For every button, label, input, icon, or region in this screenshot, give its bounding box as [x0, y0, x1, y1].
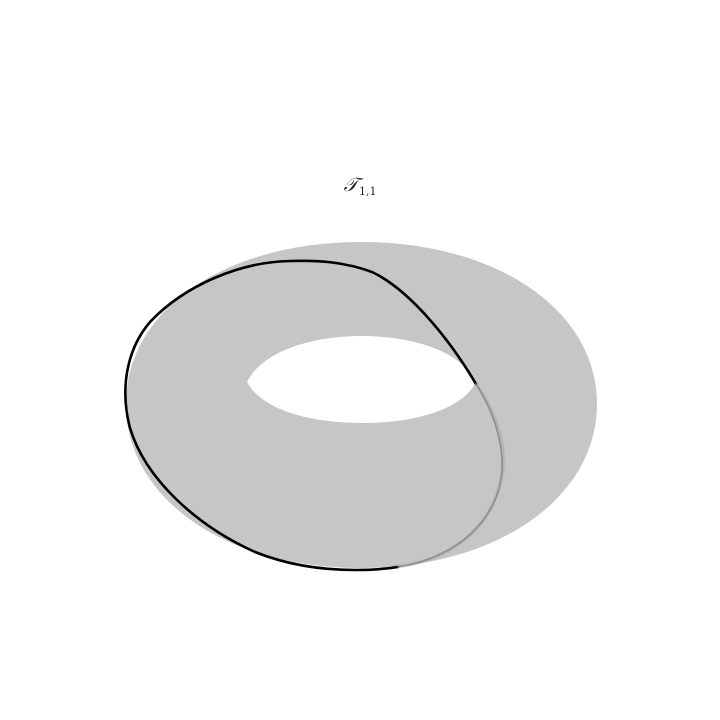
figure-title: 𝒯1,1	[0, 174, 720, 198]
figure-title-symbol: 𝒯	[343, 174, 359, 196]
figure-title-subscript: 1,1	[359, 185, 377, 198]
knot-curve-back	[397, 383, 503, 568]
knot-curve-front	[124, 259, 478, 572]
torus-surface	[126, 242, 597, 568]
